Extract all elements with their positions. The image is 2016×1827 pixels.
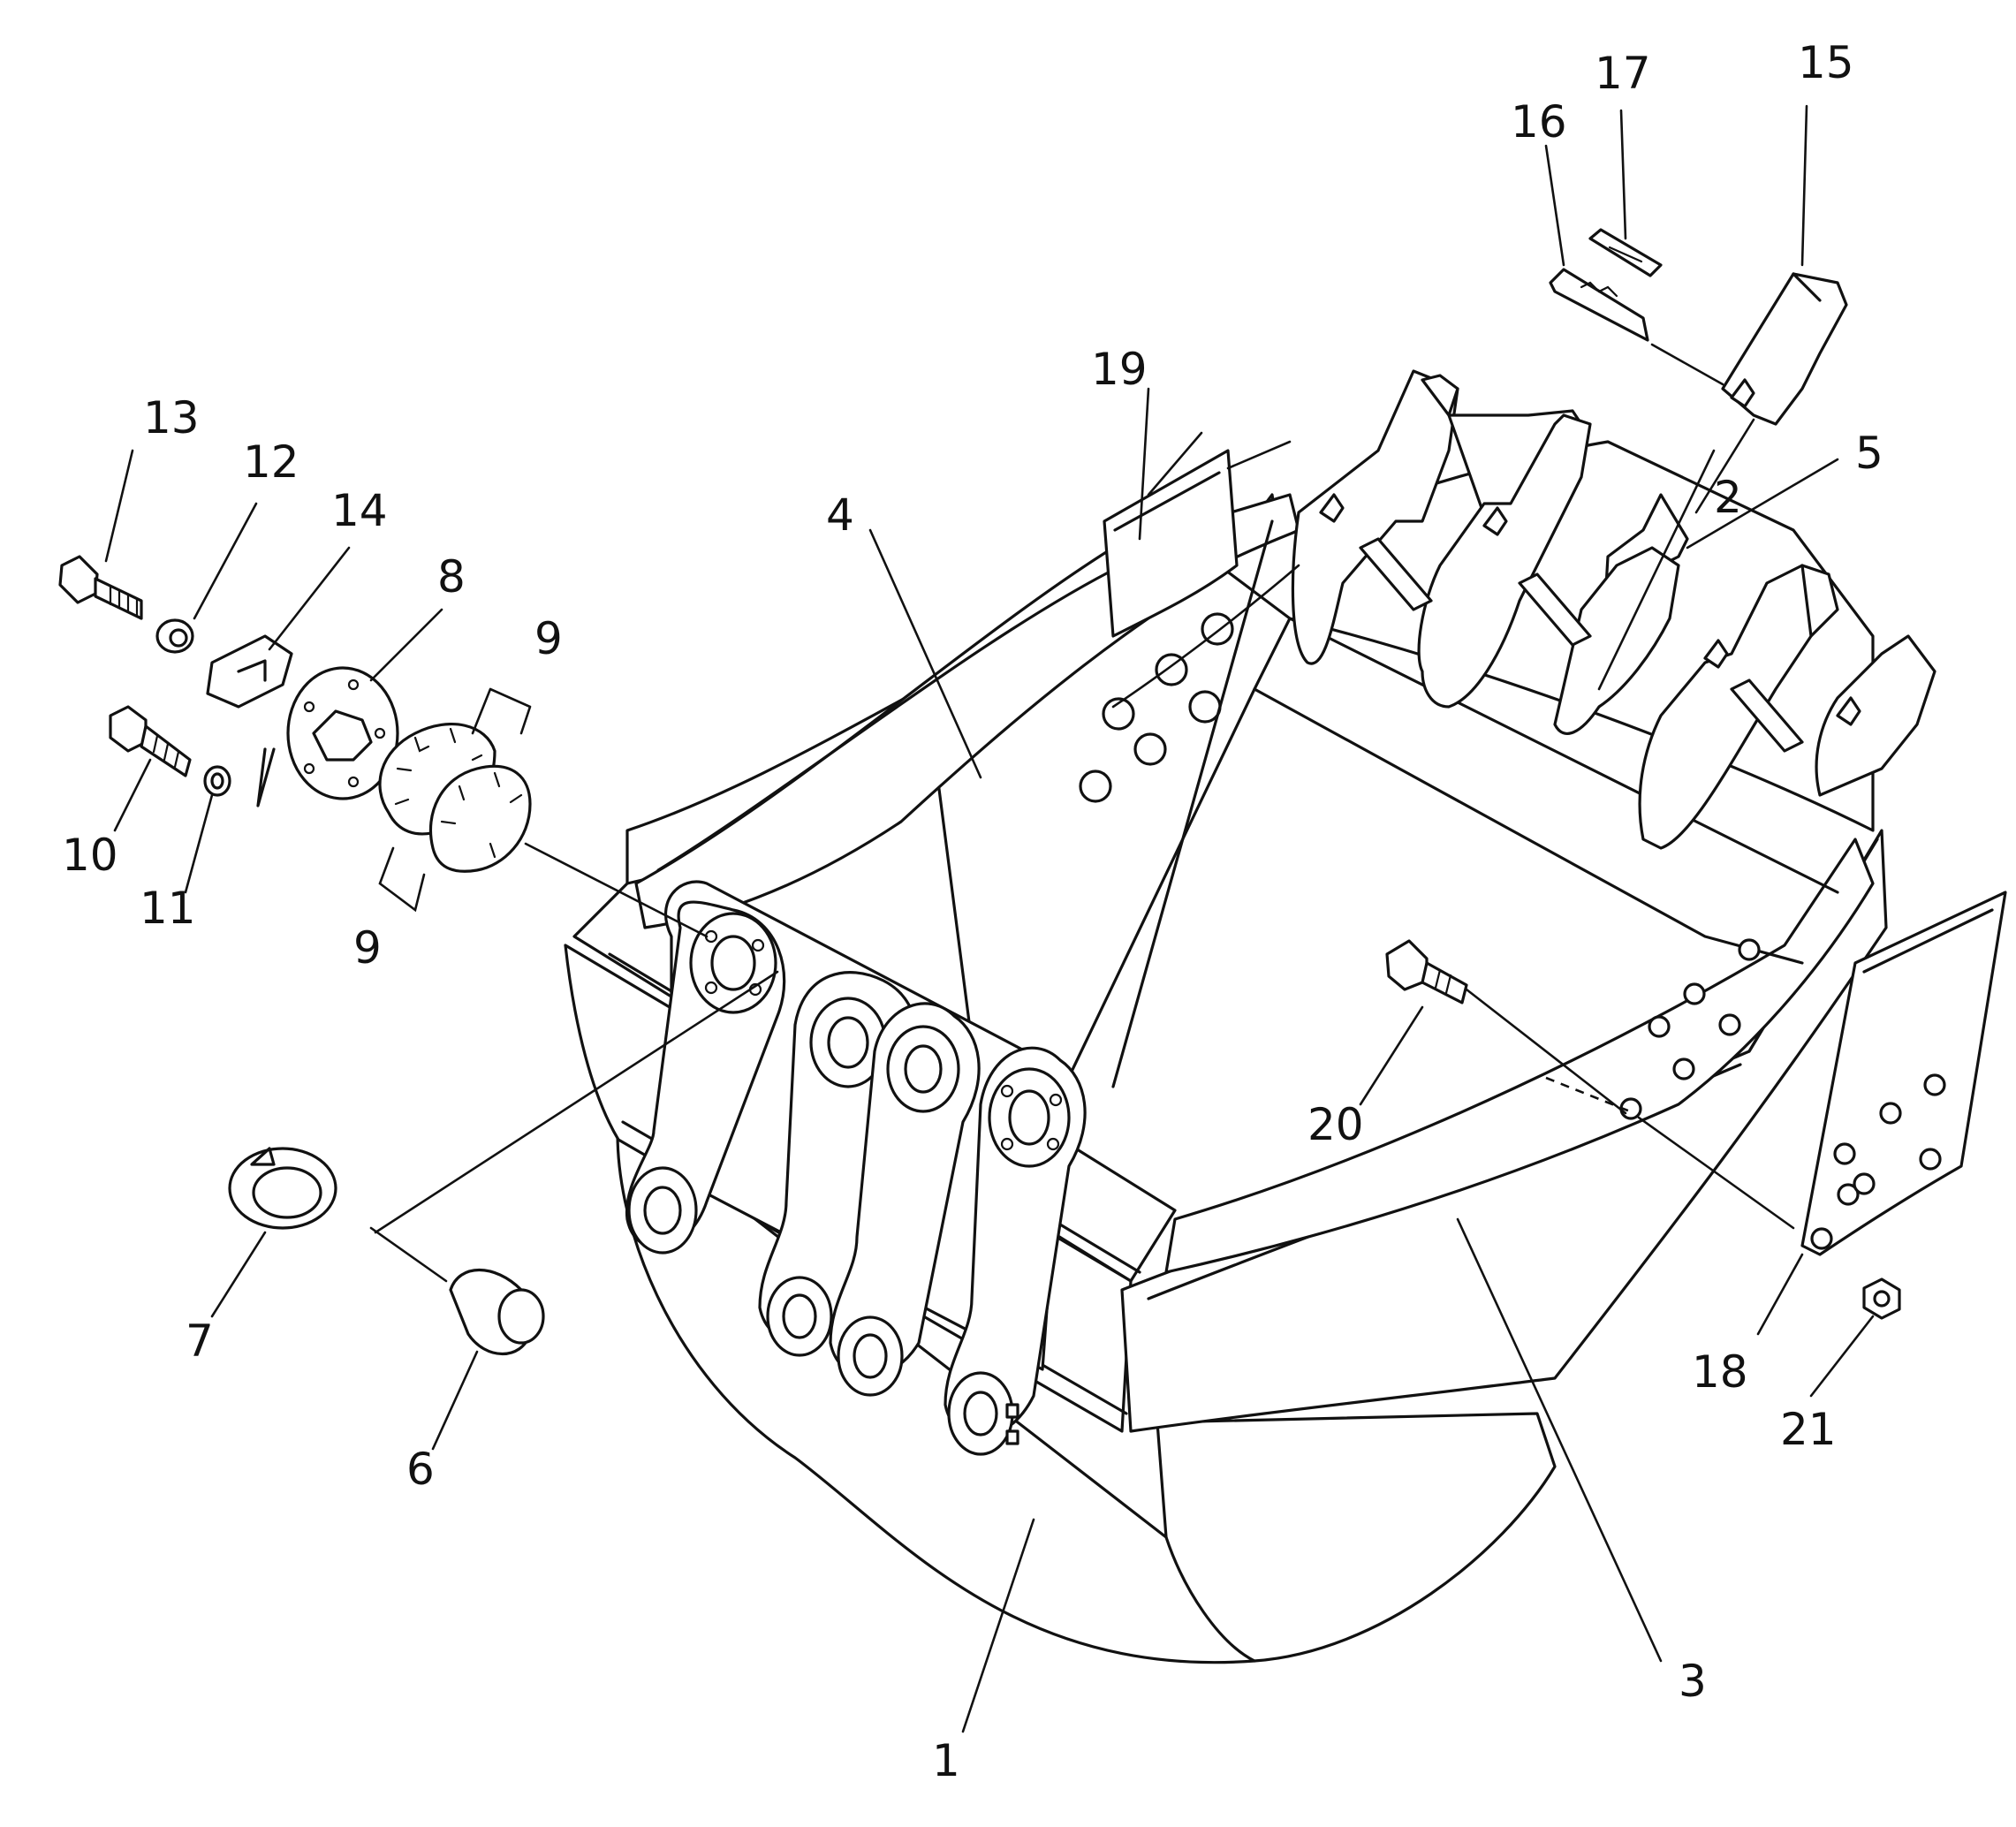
side-cutter-right	[1800, 891, 2007, 1256]
callout-21: 21	[1780, 1404, 1837, 1455]
callout-19: 19	[1091, 344, 1148, 395]
assembly-lines	[369, 343, 1795, 1283]
callout-3: 3	[1679, 1656, 1707, 1707]
callout-9-top: 9	[534, 613, 563, 664]
callout-2: 2	[1714, 472, 1742, 523]
bolt-20	[1385, 939, 1468, 1004]
washer-12	[155, 618, 194, 654]
tooth-15	[1721, 272, 1848, 426]
bolt-10	[109, 705, 192, 777]
callout-20: 20	[1307, 1099, 1364, 1150]
callout-17: 17	[1595, 48, 1651, 99]
callout-7: 7	[186, 1315, 214, 1367]
callout-12: 12	[243, 436, 299, 488]
bracket-8-14	[256, 747, 276, 807]
callout-10: 10	[62, 830, 118, 881]
side-plate-holes	[1619, 938, 1761, 1120]
pin-16	[1549, 268, 1649, 342]
callout-11: 11	[140, 883, 196, 934]
callouts: 1 2 3 4 5 6 7 8 9 9 10 11 12 13 14 15 16…	[62, 37, 1883, 1786]
bolt-13	[58, 555, 143, 620]
shims-9	[378, 687, 532, 913]
callout-4: 4	[826, 489, 854, 541]
callout-1: 1	[932, 1735, 960, 1786]
callout-5: 5	[1855, 428, 1883, 479]
callout-6: 6	[406, 1444, 435, 1495]
pin-6	[449, 1269, 545, 1355]
nut-21	[1862, 1277, 1901, 1320]
callout-9-bottom: 9	[353, 922, 382, 974]
bushing-7	[228, 1147, 337, 1230]
callout-13: 13	[143, 392, 200, 443]
callout-15: 15	[1798, 37, 1854, 88]
bucket-teeth	[1291, 369, 1936, 850]
callout-14: 14	[331, 485, 388, 536]
callout-18: 18	[1692, 1346, 1748, 1398]
callout-8: 8	[437, 551, 466, 603]
leader-lines	[104, 104, 1875, 1733]
lock-14	[206, 634, 293, 709]
callout-16: 16	[1511, 96, 1567, 148]
washer-11	[203, 765, 231, 797]
hinge-links	[625, 880, 1087, 1456]
lock-17	[1588, 228, 1663, 277]
side-cutter-left	[1103, 449, 1239, 638]
plate-8	[286, 666, 399, 800]
